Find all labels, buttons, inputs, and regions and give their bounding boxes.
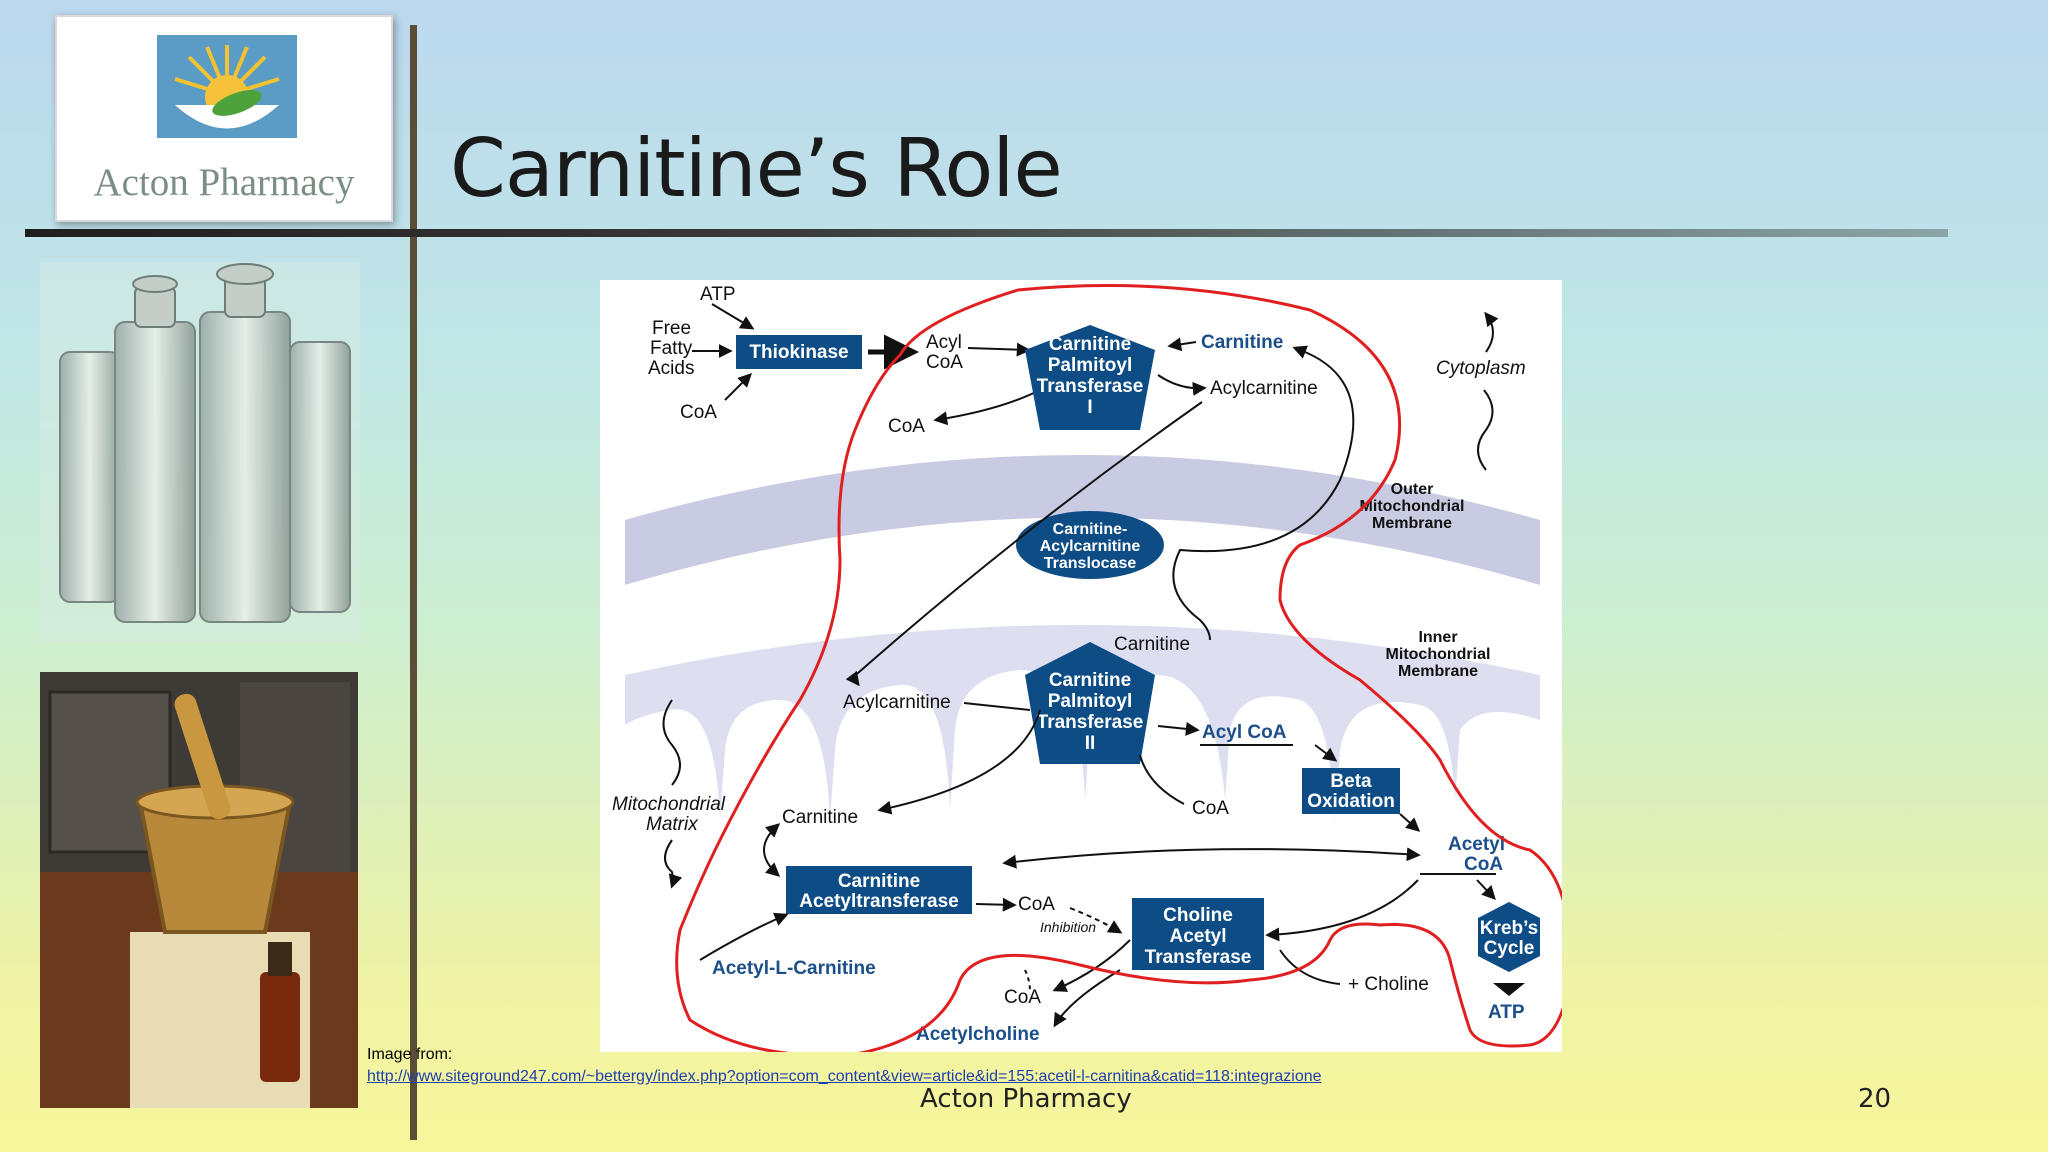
diagram-label: CoA [1004, 987, 1041, 1008]
horizontal-rule [25, 229, 1948, 237]
diagram-label: ATP [1488, 1002, 1525, 1023]
diagram-label: Beta [1330, 771, 1372, 792]
diagram-label: Oxidation [1307, 791, 1395, 812]
diagram-label: Choline [1163, 905, 1233, 926]
diagram-label: CoA [1192, 798, 1229, 819]
cpt2-node [1025, 642, 1155, 764]
credit-link[interactable]: http://www.siteground247.com/~bettergy/i… [367, 1068, 1322, 1085]
diagram-label: Inhibition [1040, 919, 1096, 935]
vertical-rule [410, 25, 417, 1140]
diagram-label: CoA [1464, 854, 1503, 875]
diagram-label: Carnitine [782, 807, 858, 828]
diagram-label: Carnitine [1201, 332, 1283, 353]
diagram-label: Kreb’s [1480, 918, 1538, 939]
outer-membrane [625, 455, 1540, 585]
diagram-label: Acetyl [1448, 834, 1505, 855]
diagram-label: Acids [648, 358, 694, 379]
carnitine-acetyltransferase-box [786, 866, 972, 914]
slide-number: 20 [1858, 1084, 1892, 1114]
diagram-label: Cytoplasm [1436, 358, 1526, 379]
diagram-label: + Choline [1348, 974, 1429, 995]
diagram-label: Carnitine [838, 871, 920, 892]
choline-acetyl-transferase-box [1132, 898, 1264, 970]
slide-title: Carnitine’s Role [450, 122, 1063, 215]
diagram-label: Acetyl-L-Carnitine [712, 958, 876, 979]
diagram-label: Acyl [926, 332, 962, 353]
mortar-and-pestle-image [40, 672, 358, 1108]
diagram-label: Acylcarnitine [843, 692, 951, 713]
diagram-label: CoA [680, 402, 717, 423]
diagram-label: Palmitoyl [1048, 355, 1132, 376]
diagram-label: Cycle [1484, 938, 1535, 959]
diagram-label: ATP [700, 284, 736, 305]
diagram-label: Outer [1391, 481, 1434, 498]
diagram-label: Acetyl [1169, 926, 1226, 947]
diagram-label: Acyl CoA [1202, 722, 1287, 743]
diagram-label: Thiokinase [749, 342, 848, 363]
logo-text: Acton Pharmacy [93, 161, 355, 204]
diagram-label: Acylcarnitine [1040, 538, 1141, 555]
diagram-label: Inner [1418, 629, 1457, 646]
diagram-label: Fatty [650, 338, 693, 359]
diagram-label: Matrix [646, 814, 699, 835]
diagram-label: Transferase [1037, 712, 1144, 733]
diagram-label: Carnitine [1049, 670, 1131, 691]
diagram-label: Mitochondrial [612, 794, 726, 815]
diagram-label: Carnitine [1114, 634, 1190, 655]
mortar-sun-icon [157, 35, 297, 138]
diagram-label: Acylcarnitine [1210, 378, 1318, 399]
diagram-label: Carnitine- [1053, 521, 1128, 538]
krebs-cycle-node [1478, 902, 1540, 972]
diagram-label: Mitochondrial [1360, 498, 1465, 515]
diagram-label: Carnitine [1049, 334, 1131, 355]
diagram-label: Translocase [1044, 555, 1137, 572]
thiokinase-box [736, 335, 862, 369]
apothecary-bottles-image [40, 262, 360, 642]
diagram-label: Mitochondrial [1386, 646, 1491, 663]
diagram-label: Free [652, 318, 691, 339]
diagram-label: CoA [888, 416, 925, 437]
diagram-label: II [1085, 733, 1096, 754]
beta-oxidation-box [1302, 768, 1400, 814]
highlight-outline [675, 284, 1572, 1058]
carnitine-pathway-diagram: Carnitine- Acylcarnitine Translocase ATP… [600, 280, 1572, 1058]
diagram-label: Transferase [1145, 947, 1252, 968]
diagram-label: Acetylcholine [916, 1024, 1040, 1045]
credit-label: Image from: [367, 1046, 453, 1063]
diagram-label: Membrane [1398, 663, 1478, 680]
diagram-label: CoA [926, 352, 963, 373]
diagram-label: Transferase [1037, 376, 1144, 397]
diagram-label: Membrane [1372, 515, 1452, 532]
diagram-label: CoA [1018, 894, 1055, 915]
diagram-label: Palmitoyl [1048, 691, 1132, 712]
translocase-node [1016, 511, 1164, 579]
diagram-label: I [1087, 397, 1092, 418]
acton-pharmacy-logo: Acton Pharmacy [55, 15, 393, 222]
diagram-label: Acetyltransferase [799, 891, 958, 912]
footer-text: Acton Pharmacy [920, 1084, 1132, 1114]
cpt1-node [1025, 325, 1155, 430]
